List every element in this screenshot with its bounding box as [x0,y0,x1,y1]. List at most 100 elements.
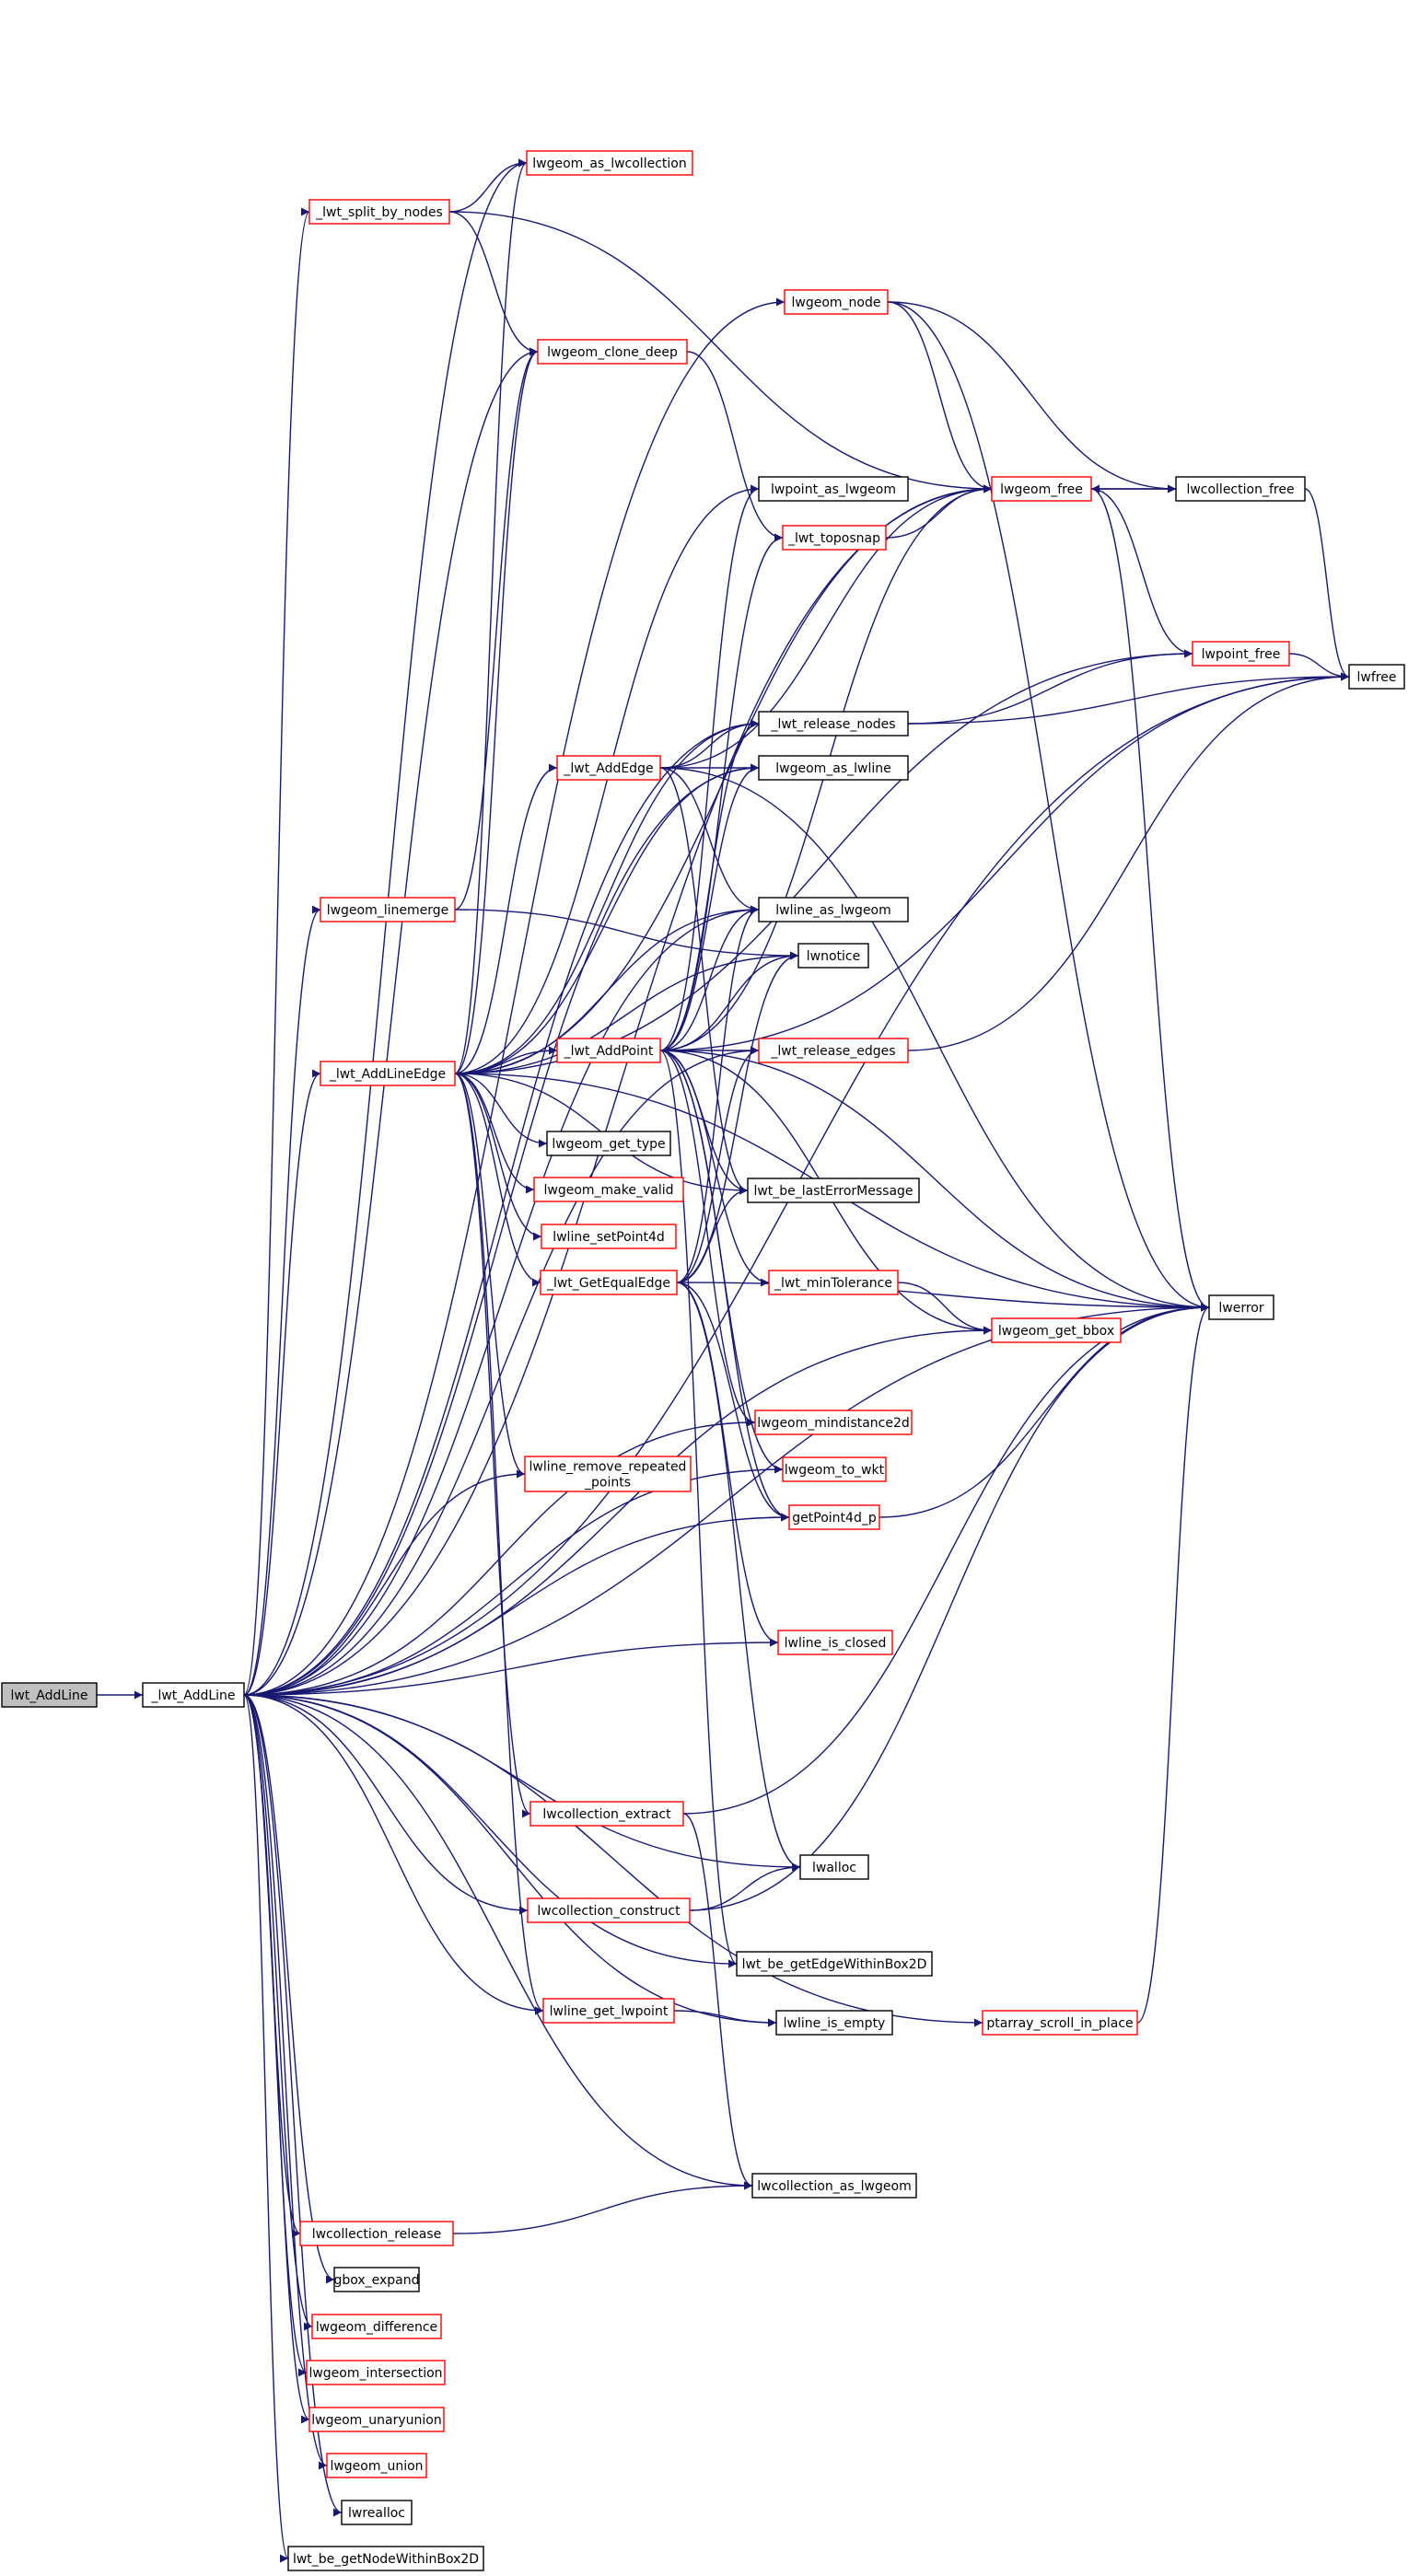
function-node-pfree[interactable]: lwpoint_free [1192,641,1290,667]
call-edge-rel_nodes-to-lwfree [907,672,1350,725]
node-box [326,2453,427,2478]
function-node-gfree[interactable]: lwgeom_free [991,476,1092,502]
function-node-addlineedge[interactable]: _lwt_AddLineEdge [320,1061,456,1086]
call-edge-addpoint-to-lwfree [659,672,1350,1051]
function-node-isclosed[interactable]: lwline_is_closed [777,1630,893,1655]
node-box [747,1178,920,1203]
call-edge-addline_int-to-getp4d [243,1513,790,1696]
node-box [991,1317,1122,1343]
node-label: _lwt_AddLineEdge [329,1067,446,1082]
node-box [542,1998,675,2024]
call-edge-addline_int-to-linemerge [243,905,321,1696]
call-edge-getp4d-to-lwerror [879,1303,1210,1518]
call-edge-addlineedge-to-point_as [454,484,760,1074]
function-node-root[interactable]: lwt_AddLine [1,1682,98,1708]
function-node-gettype[interactable]: lwgeom_get_type [546,1131,671,1156]
function-node-nodebox[interactable]: lwt_be_getNodeWithinBox2D [287,2546,484,2571]
function-node-isempty[interactable]: lwline_is_empty [775,2010,893,2036]
node-box [540,1270,678,1295]
function-nodes: lwt_AddLine _lwt_AddLine _lwt_split_by_nod… [1,150,1405,2571]
call-edge-addlineedge-to-setp4d [454,1073,542,1241]
call-edge-collconstruct-to-lwalloc [689,1862,801,1911]
node-label: lwcollection_release [312,2227,442,2242]
function-node-split[interactable]: _lwt_split_by_nodes [308,199,450,225]
call-edge-addedge-to-gfree [659,484,993,769]
call-edge-addedge-to-line_as [659,767,760,914]
function-node-as_coll[interactable]: lwgeom_as_lwcollection [526,150,693,176]
function-node-getlwpoint[interactable]: lwline_get_lwpoint [542,1998,675,2024]
function-node-lasterr[interactable]: lwt_be_lastErrorMessage [747,1178,920,1203]
function-node-diff[interactable]: lwgeom_difference [311,2314,442,2339]
call-edge-node-to-lwerror [887,301,1210,1312]
function-node-getequal[interactable]: _lwt_GetEqualEdge [540,1270,678,1295]
call-edge-split-to-as_coll [448,158,528,213]
function-node-lwfree[interactable]: lwfree [1348,664,1405,690]
node-box [341,2500,413,2525]
function-node-gbox[interactable]: gbox_expand [333,2267,420,2292]
function-node-addedge[interactable]: _lwt_AddEdge [556,755,661,781]
function-node-makevalid[interactable]: lwgeom_make_valid [533,1177,684,1202]
call-edge-addline_int-to-getbbox [243,1326,993,1696]
function-node-edgebox[interactable]: lwt_be_getEdgeWithinBox2D [736,1951,933,1977]
function-node-lwalloc[interactable]: lwalloc [799,1854,869,1880]
function-node-unary[interactable]: lwgeom_unaryunion [308,2407,445,2432]
node-box [541,1224,677,1249]
node-label: _lwt_AddPoint [564,1044,654,1059]
function-node-mindist[interactable]: lwgeom_mindistance2d [754,1410,913,1435]
function-node-as_line[interactable]: lwgeom_as_lwline [758,755,909,781]
call-edge-addline_int-to-getlwpoint [243,1694,544,2015]
call-edge-getequal-to-notice [676,951,799,1283]
node-label: _lwt_toposnap [787,531,880,546]
function-node-scroll[interactable]: ptarray_scroll_in_place [982,2010,1138,2036]
node-box [537,339,688,365]
function-node-addline_int[interactable]: _lwt_AddLine [142,1682,245,1708]
function-node-rel_edges[interactable]: _lwt_release_edges [758,1038,909,1063]
node-label: _lwt_release_nodes [770,717,895,732]
node-label: _lwt_minTolerance [774,1276,892,1291]
node-box [546,1131,671,1156]
function-node-point_as[interactable]: lwpoint_as_lwgeom [758,476,909,502]
node-box [758,897,909,922]
call-edge-addlineedge-to-getlwpoint [454,1073,544,2015]
node-box [797,943,869,969]
function-node-node[interactable]: lwgeom_node [784,289,889,315]
node-label: lwgeom_intersection [308,2366,442,2381]
function-node-union[interactable]: lwgeom_union [326,2453,427,2478]
call-edge-mintol-to-getbbox [897,1282,993,1335]
function-node-inters[interactable]: lwgeom_intersection [306,2360,446,2385]
function-node-remrep[interactable]: lwline_remove_repeated_points [524,1456,692,1492]
function-node-collextract[interactable]: lwcollection_extract [529,1801,684,1827]
function-node-coll_as[interactable]: lwcollection_as_lwgeom [751,2173,917,2199]
function-node-towkt[interactable]: lwgeom_to_wkt [782,1456,887,1482]
node-box [758,755,909,781]
function-node-mintol[interactable]: _lwt_minTolerance [768,1270,899,1295]
function-node-linemerge[interactable]: lwgeom_linemerge [320,897,456,922]
call-edge-addline_int-to-rel_edges [243,1046,760,1696]
function-node-clone[interactable]: lwgeom_clone_deep [537,339,688,365]
node-box [799,1854,869,1880]
function-node-getp4d[interactable]: getPoint4d_p [788,1504,880,1530]
node-label: lwrealloc [348,2506,405,2521]
node-label: lwalloc [812,1861,856,1875]
function-node-collrelease[interactable]: lwcollection_release [299,2221,454,2246]
function-node-collconstruct[interactable]: lwcollection_construct [527,1897,691,1923]
node-label: lwpoint_as_lwgeom [771,482,896,497]
function-node-rel_nodes[interactable]: _lwt_release_nodes [758,711,909,737]
function-node-toposnap[interactable]: _lwt_toposnap [782,525,887,551]
function-node-setp4d[interactable]: lwline_setPoint4d [541,1224,677,1249]
function-node-realloc[interactable]: lwrealloc [341,2500,413,2525]
function-node-getbbox[interactable]: lwgeom_get_bbox [991,1317,1122,1343]
node-label: ptarray_scroll_in_place [986,2016,1133,2031]
node-box [308,2407,445,2432]
function-node-lwerror[interactable]: lwerror [1208,1294,1274,1320]
node-box [529,1801,684,1827]
function-node-collfree[interactable]: lwcollection_free [1175,476,1306,502]
call-edge-addpoint-to-edgebox [659,1050,738,1968]
call-edge-addline_int-to-addlineedge [243,1069,321,1696]
function-node-addpoint[interactable]: _lwt_AddPoint [556,1038,661,1063]
node-box [311,2314,442,2339]
call-edge-addline_int-to-collconstruct [243,1694,529,1915]
function-node-line_as[interactable]: lwline_as_lwgeom [758,897,909,922]
function-node-notice[interactable]: lwnotice [797,943,869,969]
call-edge-node-to-gfree [887,301,993,493]
